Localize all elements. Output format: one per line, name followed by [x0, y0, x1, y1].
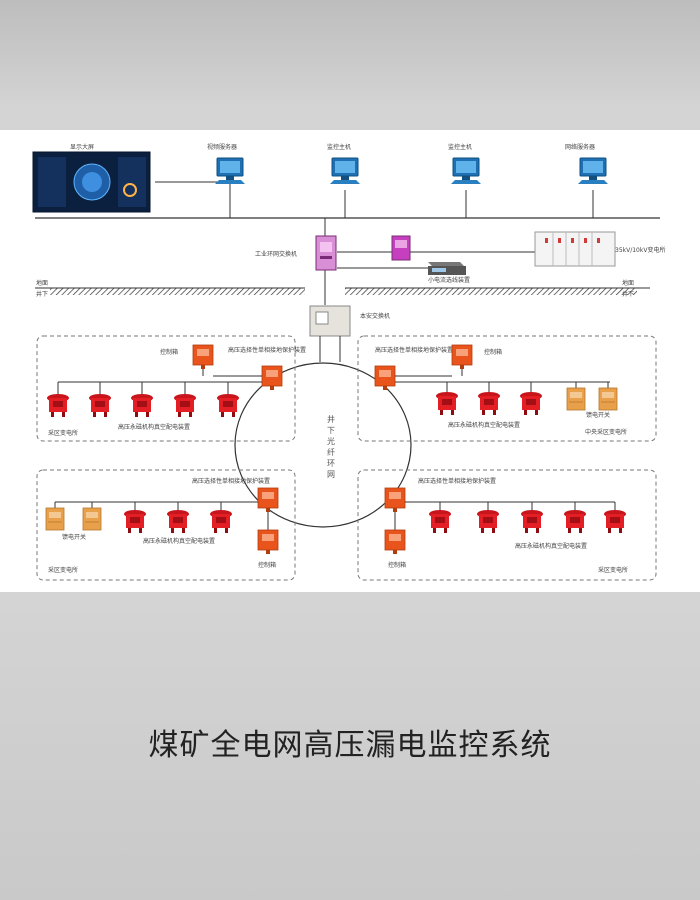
substation-label: 35kV/10kV变电所 — [615, 246, 665, 254]
local-switch-label: 本安交换机 — [360, 312, 390, 320]
ground-left-bottom: 井下 — [36, 290, 48, 298]
leak-device-br-label: 高压选择性单相接地保护装置 — [418, 477, 496, 485]
breaker-tr-label: 高压永磁机构真空配电装置 — [448, 421, 520, 429]
ring-label-char: 光 — [327, 436, 335, 446]
breaker-tr-1-icon — [436, 392, 458, 415]
server-cabinet-icon — [391, 235, 411, 261]
monitor-host-2-icon — [450, 157, 482, 185]
local-switch-icon — [309, 305, 351, 337]
leak-device-tr-label: 高压选择性单相接地保护装置 — [375, 346, 453, 354]
monitor-host-2-label: 监控主机 — [448, 143, 472, 151]
video-server-label: 视频服务器 — [207, 143, 237, 151]
control-box-bl-icon — [257, 529, 279, 555]
feeder-switch-tr-1-icon — [566, 387, 586, 411]
breaker-bl-2-icon — [167, 510, 189, 533]
substation-cabinet-icon — [534, 231, 616, 267]
breaker-tl-4-icon — [174, 394, 196, 417]
ground-left — [50, 288, 305, 295]
zone-bottom-right — [357, 469, 657, 581]
control-box-br-label: 控制箱 — [388, 561, 406, 569]
network-server-icon — [577, 157, 609, 185]
small-current-label: 小电流选线装置 — [428, 276, 470, 284]
control-box-bl-label: 控制箱 — [258, 561, 276, 569]
breaker-bl-1-icon — [124, 510, 146, 533]
monitor-host-1-icon — [329, 157, 361, 185]
ring-label-char: 环 — [327, 459, 335, 468]
industrial-switch-label: 工业环网交换机 — [255, 250, 297, 258]
ground-left-top: 地面 — [36, 279, 48, 287]
feeder-switch-tr-2-icon — [598, 387, 618, 411]
breaker-tl-5-icon — [217, 394, 239, 417]
industrial-switch-icon — [315, 235, 337, 271]
breaker-tl-3-icon — [131, 394, 153, 417]
fiber-ring — [234, 362, 412, 528]
ring-label-char: 纤 — [327, 447, 335, 457]
breaker-br-label: 高压永磁机构真空配电装置 — [515, 542, 587, 550]
breaker-tl-2-icon — [89, 394, 111, 417]
zone-top-left — [36, 335, 296, 442]
svg-text:井下光纤环网: 井下光纤环网 — [327, 414, 335, 479]
ring-label: 井下光纤环网 — [327, 414, 335, 479]
breaker-tl-1-icon — [47, 394, 69, 417]
video-server-icon — [214, 157, 246, 185]
zone-tl-label: 采区变电所 — [48, 429, 78, 437]
zone-bottom-left — [36, 469, 296, 581]
breaker-br-1-icon — [429, 510, 451, 533]
switch-tr-label: 馈电开关 — [586, 411, 610, 419]
small-current-device-icon — [428, 262, 466, 275]
ring-label-char: 网 — [327, 470, 335, 479]
page-title: 煤矿全电网高压漏电监控系统 — [148, 728, 552, 763]
leak-device-bl-label: 高压选择性单相接地保护装置 — [192, 477, 270, 485]
diagram-panel: 显示大屏 视频服务器 监控主机 监控主机 网络服务器 工业环网交换机 35kV/… — [0, 130, 700, 592]
breaker-br-3-icon — [521, 510, 543, 533]
control-box-br-icon — [384, 529, 406, 555]
display-screen-icon — [32, 151, 151, 213]
ground-right — [345, 288, 637, 295]
display-label: 显示大屏 — [70, 143, 94, 151]
network-diagram: 显示大屏 视频服务器 监控主机 监控主机 网络服务器 工业环网交换机 35kV/… — [32, 143, 665, 581]
zone-bl-label: 采区变电所 — [48, 566, 78, 574]
network-server-label: 网络服务器 — [565, 143, 595, 151]
ground-right-bottom: 井下 — [622, 290, 634, 298]
breaker-bl-label: 高压永磁机构真空配电装置 — [143, 537, 215, 545]
breaker-tr-3-icon — [520, 392, 542, 415]
leak-device-tr-icon — [374, 365, 396, 391]
zone-top-right — [357, 335, 657, 442]
breaker-br-2-icon — [477, 510, 499, 533]
leak-device-br-icon — [384, 487, 406, 513]
ring-label-char: 井 — [327, 414, 335, 424]
monitor-host-1-label: 监控主机 — [327, 143, 351, 151]
ring-label-char: 下 — [327, 426, 335, 435]
breaker-tr-2-icon — [478, 392, 500, 415]
leak-device-bl-icon — [257, 487, 279, 513]
breaker-br-5-icon — [604, 510, 626, 533]
breaker-bl-3-icon — [210, 510, 232, 533]
zone-br-label: 采区变电所 — [598, 566, 628, 574]
switch-bl-label: 馈电开关 — [62, 533, 86, 541]
feeder-switch-bl-1-icon — [45, 507, 65, 531]
breaker-tl-label: 高压永磁机构真空配电装置 — [118, 423, 190, 431]
control-box-tr-label: 控制箱 — [484, 348, 502, 356]
control-box-tr-icon — [451, 344, 473, 370]
ground-right-top: 地面 — [622, 279, 634, 287]
leak-device-tl-label: 高压选择性单相接地保护装置 — [228, 346, 306, 354]
feeder-switch-bl-2-icon — [82, 507, 102, 531]
zone-tr-label: 中央采区变电所 — [585, 428, 627, 436]
breaker-br-4-icon — [564, 510, 586, 533]
control-box-tl-icon — [192, 344, 214, 370]
control-box-tl-label: 控制箱 — [160, 348, 178, 356]
leak-device-tl-icon — [261, 365, 283, 391]
